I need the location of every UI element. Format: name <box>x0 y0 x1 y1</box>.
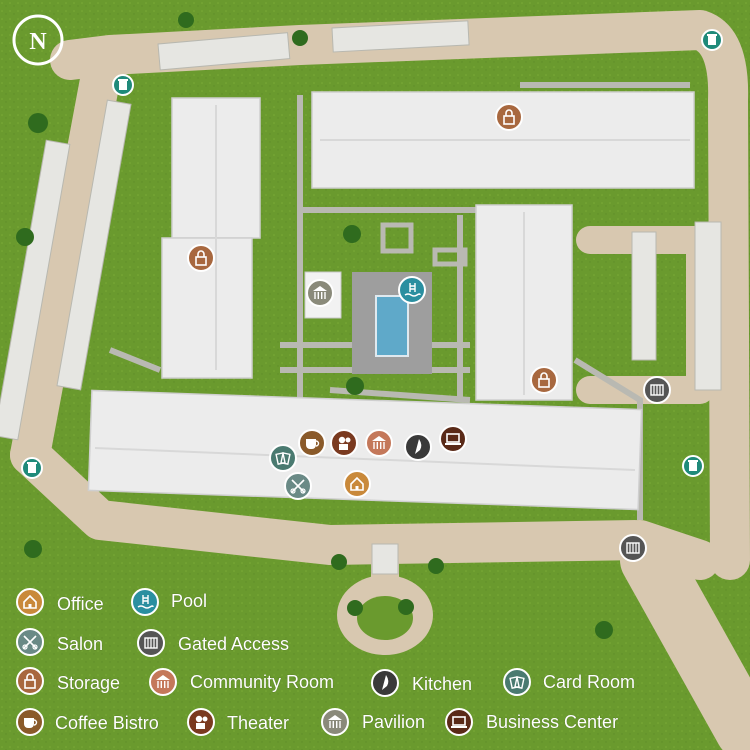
pavilion-icon <box>321 708 349 736</box>
kitchen-icon <box>371 669 399 697</box>
map-legend: Office Pool Salon Gated Access Sto <box>16 588 635 736</box>
theater-icon <box>187 708 215 736</box>
trash-icon[interactable] <box>701 29 723 51</box>
legend-label-office: Office <box>57 594 104 614</box>
walkway-loop <box>380 222 414 254</box>
office-icon[interactable] <box>343 470 371 498</box>
legend-item-pavilion[interactable]: Pavilion <box>321 708 425 736</box>
trash-icon[interactable] <box>112 74 134 96</box>
legend-item-office[interactable]: Office <box>16 588 104 616</box>
card-room-icon[interactable] <box>269 444 297 472</box>
carports <box>0 20 722 575</box>
legend-label-theater: Theater <box>227 713 289 733</box>
trash-icon[interactable] <box>682 455 704 477</box>
legend-label-gated-access: Gated Access <box>178 634 289 654</box>
legend-label-pool: Pool <box>171 591 207 611</box>
trash-markers <box>21 29 723 479</box>
storage-icon[interactable] <box>187 244 215 272</box>
coffee-bistro-icon[interactable] <box>298 429 326 457</box>
card-room-icon <box>503 668 531 696</box>
storage-icon[interactable] <box>495 103 523 131</box>
coffee-bistro-icon <box>16 708 44 736</box>
legend-item-coffee-bistro[interactable]: Coffee Bistro <box>16 708 159 736</box>
legend-item-storage[interactable]: Storage <box>16 667 120 695</box>
storage-icon <box>16 667 44 695</box>
legend-item-card-room[interactable]: Card Room <box>503 668 635 696</box>
compass-letter: N <box>29 29 47 55</box>
pool-icon[interactable] <box>398 276 426 304</box>
legend-item-kitchen[interactable]: Kitchen <box>371 669 472 697</box>
community-room-icon <box>149 668 177 696</box>
trees <box>16 12 613 639</box>
walkway-square <box>432 247 468 267</box>
legend-label-card-room: Card Room <box>543 672 635 692</box>
legend-label-kitchen: Kitchen <box>412 674 472 694</box>
salon-icon <box>16 628 44 656</box>
gated-access-icon <box>137 629 165 657</box>
legend-item-community-room[interactable]: Community Room <box>149 668 334 696</box>
legend-label-community-room: Community Room <box>190 672 334 692</box>
legend-item-salon[interactable]: Salon <box>16 628 103 656</box>
pool-icon <box>131 588 159 616</box>
compass-icon: N <box>12 14 64 66</box>
kitchen-icon[interactable] <box>404 433 432 461</box>
legend-item-pool[interactable]: Pool <box>131 588 207 616</box>
roof-ridges <box>94 105 690 471</box>
salon-icon[interactable] <box>284 472 312 500</box>
pavilion-icon[interactable] <box>306 279 334 307</box>
amenity-markers <box>187 103 671 562</box>
legend-item-gated-access[interactable]: Gated Access <box>137 629 289 657</box>
legend-label-business-center: Business Center <box>486 712 618 732</box>
storage-icon[interactable] <box>530 366 558 394</box>
legend-label-salon: Salon <box>57 634 103 654</box>
business-center-icon <box>445 708 473 736</box>
community-room-icon[interactable] <box>365 429 393 457</box>
pool-water <box>375 295 409 357</box>
office-icon <box>16 588 44 616</box>
business-center-icon[interactable] <box>439 425 467 453</box>
legend-label-coffee-bistro: Coffee Bistro <box>55 713 159 733</box>
trash-icon[interactable] <box>21 457 43 479</box>
legend-item-theater[interactable]: Theater <box>187 708 289 736</box>
legend-label-pavilion: Pavilion <box>362 712 425 732</box>
legend-label-storage: Storage <box>57 673 120 693</box>
theater-icon[interactable] <box>330 429 358 457</box>
gated-access-icon[interactable] <box>643 376 671 404</box>
legend-item-business-center[interactable]: Business Center <box>445 708 618 736</box>
gated-access-icon[interactable] <box>619 534 647 562</box>
